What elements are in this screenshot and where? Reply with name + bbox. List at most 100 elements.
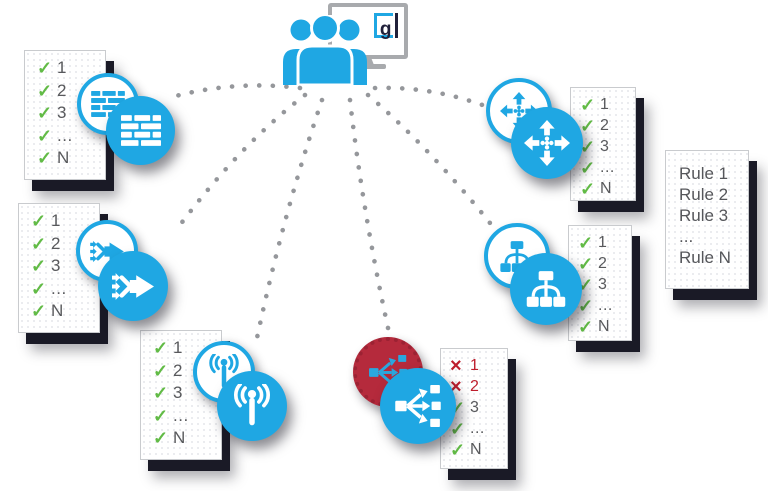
loadbalancer-badge-front bbox=[380, 368, 456, 444]
logo-bar bbox=[394, 13, 398, 38]
check-icon: ✓ bbox=[37, 58, 53, 79]
checklist-row: ✓... bbox=[19, 278, 99, 301]
check-icon: ✓ bbox=[31, 233, 47, 254]
wireless-badge-front bbox=[217, 371, 287, 441]
checklist-item-label: 2 bbox=[51, 233, 61, 253]
logo-bracket: g bbox=[373, 13, 393, 40]
rule-item: Rule 3 bbox=[679, 205, 729, 225]
checklist-item-label: 3 bbox=[470, 398, 480, 416]
firewall-icon bbox=[121, 115, 161, 146]
checklist-item-label: N bbox=[598, 317, 611, 335]
checklist-item-label: 1 bbox=[57, 58, 67, 78]
checklist-row: ✓1 bbox=[25, 57, 105, 80]
checklist-row: ✓... bbox=[25, 125, 105, 148]
checklist-row: ✓3 bbox=[25, 102, 105, 125]
check-icon: ✓ bbox=[580, 178, 596, 199]
checklist-item-label: N bbox=[470, 440, 483, 458]
router-badge-front bbox=[511, 107, 583, 179]
check-icon: ✓ bbox=[37, 80, 53, 101]
checklist-item-label: N bbox=[57, 148, 70, 168]
connector-wan bbox=[177, 92, 308, 228]
checklist-row: ×1 bbox=[441, 355, 507, 376]
switch-icon bbox=[524, 271, 568, 307]
check-icon: ✓ bbox=[153, 338, 169, 359]
checklist-item-label: 3 bbox=[600, 137, 610, 155]
checklist-row: ✓1 bbox=[569, 232, 631, 253]
check-icon: ✓ bbox=[450, 439, 466, 460]
checklist-row: ✓1 bbox=[19, 210, 99, 233]
wan-badge-front bbox=[98, 251, 168, 321]
firewall-badge-front bbox=[106, 96, 175, 165]
checklist-row: ✓N bbox=[141, 427, 221, 450]
check-icon: ✓ bbox=[580, 136, 596, 157]
checklist-row: ✓2 bbox=[19, 233, 99, 256]
checklist-row: ✓N bbox=[25, 147, 105, 170]
wireless-ap-icon bbox=[230, 384, 274, 428]
checklist-item-label: ... bbox=[598, 296, 613, 314]
checklist-item-label: 2 bbox=[470, 377, 480, 395]
checklist-item-label: 2 bbox=[173, 360, 183, 380]
checklist-row: ✓2 bbox=[571, 115, 635, 136]
connector-router bbox=[372, 85, 503, 115]
checklist-row: ✓1 bbox=[571, 94, 635, 115]
rule-item: Rule 2 bbox=[679, 184, 729, 204]
checklist-item-label: 3 bbox=[598, 275, 608, 293]
checklist-row: ✓... bbox=[569, 295, 631, 316]
check-icon: ✓ bbox=[153, 360, 169, 381]
checklist-item-label: ... bbox=[173, 405, 189, 425]
check-icon: ✓ bbox=[578, 295, 594, 316]
checklist-row: ✓3 bbox=[571, 136, 635, 157]
check-icon: ✓ bbox=[153, 405, 169, 426]
rules-card: Rule 1 Rule 2 Rule 3 ... Rule N bbox=[665, 150, 749, 289]
router-icon bbox=[524, 120, 570, 166]
checklist-item-label: N bbox=[600, 179, 613, 197]
checklist-item-label: 3 bbox=[173, 383, 183, 403]
checklist-row: ✓N bbox=[569, 316, 631, 337]
check-icon: ✓ bbox=[580, 157, 596, 178]
checklist-row: ✓3 bbox=[19, 255, 99, 278]
checklist-item-label: 1 bbox=[173, 338, 183, 358]
connector-switch bbox=[365, 92, 497, 231]
check-icon: ✓ bbox=[580, 115, 596, 136]
check-icon: ✓ bbox=[37, 103, 53, 124]
cross-icon: × bbox=[450, 375, 462, 398]
checklist-row: ✓2 bbox=[141, 360, 221, 383]
checklist-item-label: 3 bbox=[51, 256, 61, 276]
checklist-item-label: ... bbox=[51, 278, 67, 298]
checklist-row: ✓2 bbox=[569, 253, 631, 274]
checklist-row: ✓1 bbox=[141, 337, 221, 360]
checklist-item-label: ... bbox=[600, 158, 615, 176]
connector-firewall bbox=[169, 83, 303, 100]
checklist-item-label: 1 bbox=[598, 233, 608, 251]
check-icon: ✓ bbox=[450, 418, 466, 439]
checklist-item-label: 3 bbox=[57, 103, 67, 123]
check-icon: ✓ bbox=[580, 94, 596, 115]
switch-badge-front bbox=[510, 253, 582, 325]
checklist-item-label: 1 bbox=[600, 95, 610, 113]
checklist-item-label: N bbox=[51, 301, 64, 321]
logo-mark: g bbox=[373, 13, 398, 40]
check-icon: ✓ bbox=[578, 232, 594, 253]
check-icon: ✓ bbox=[578, 253, 594, 274]
checklist-row: ✓2 bbox=[25, 80, 105, 103]
checklist-item-label: 1 bbox=[470, 356, 480, 374]
wan-accelerator-icon bbox=[112, 267, 154, 306]
rule-item: Rule 1 bbox=[679, 163, 729, 183]
check-icon: ✓ bbox=[153, 383, 169, 404]
logo-letter: g bbox=[379, 19, 392, 40]
connector-wireless bbox=[254, 97, 325, 341]
load-balancer-icon bbox=[395, 385, 441, 427]
monitor-base bbox=[350, 64, 386, 69]
rule-item: ... bbox=[679, 226, 694, 246]
rule-item: Rule N bbox=[679, 247, 731, 267]
checklist-row: ✓N bbox=[19, 300, 99, 323]
check-icon: ✓ bbox=[578, 316, 594, 337]
checklist-item-label: 2 bbox=[600, 116, 610, 134]
connector-loadbalancer bbox=[347, 97, 393, 340]
checklist-item-label: ... bbox=[57, 125, 73, 145]
checklist-row: ✓N bbox=[571, 178, 635, 199]
cross-icon: × bbox=[450, 354, 462, 377]
checklist-item-label: 1 bbox=[51, 211, 61, 231]
